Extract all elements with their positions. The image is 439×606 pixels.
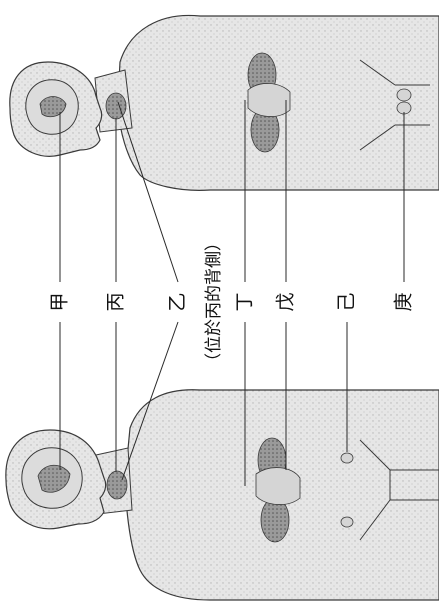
female-pancreas	[256, 468, 300, 505]
female-ovary-right	[341, 517, 353, 527]
label-d: 丁	[234, 292, 256, 311]
label-a: 甲	[49, 292, 71, 311]
label-c-note: （位於丙的背側）	[204, 234, 224, 370]
female-ovary-left	[341, 453, 353, 463]
label-c: 乙	[167, 292, 189, 311]
label-e: 戊	[275, 292, 297, 311]
label-b: 丙	[105, 292, 127, 311]
male-figure	[10, 15, 439, 190]
male-pancreas	[248, 83, 290, 116]
labels: 甲 丙 乙 （位於丙的背側） 丁 戊 己 庚	[49, 234, 415, 370]
female-figure	[6, 390, 439, 600]
male-thyroid	[106, 93, 126, 119]
label-g: 庚	[393, 292, 415, 311]
label-f: 己	[336, 292, 358, 311]
